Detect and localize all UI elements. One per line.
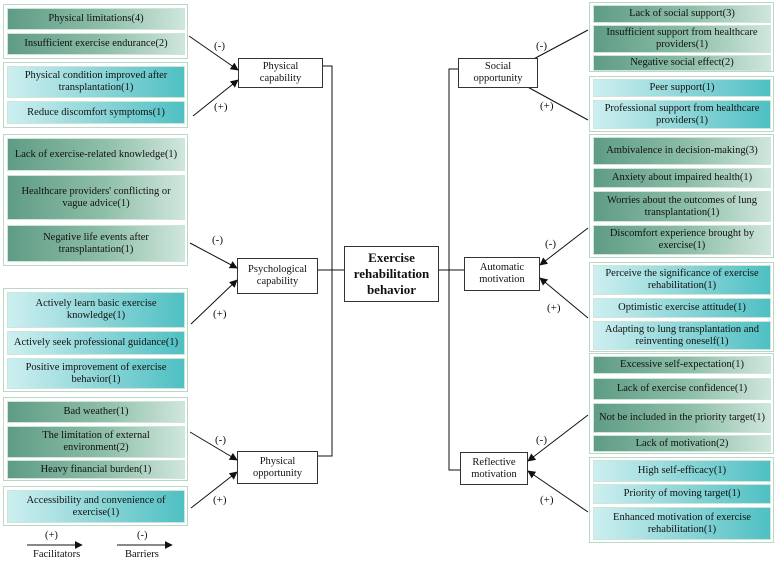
reflective-motivation-barriers: Excessive self-expectation(1) Lack of ex… bbox=[589, 353, 774, 454]
sign-negative: (-) bbox=[536, 40, 547, 52]
sign-negative: (-) bbox=[536, 434, 547, 446]
factor-item: Actively seek professional guidance(1) bbox=[7, 331, 185, 355]
sign-negative: (-) bbox=[545, 238, 556, 250]
factor-item: Enhanced motivation of exercise rehabili… bbox=[593, 507, 771, 540]
factor-item: High self-efficacy(1) bbox=[593, 460, 771, 482]
factor-item: Lack of exercise-related knowledge(1) bbox=[7, 138, 185, 171]
reflective-motivation-facilitators: High self-efficacy(1) Priority of moving… bbox=[589, 457, 774, 543]
factor-item: Lack of social support(3) bbox=[593, 5, 771, 23]
factor-item: Priority of moving target(1) bbox=[593, 484, 771, 504]
automatic-motivation-barriers: Ambivalence in decision-making(3) Anxiet… bbox=[589, 134, 774, 258]
factor-item: Perceive the significance of exercise re… bbox=[593, 265, 771, 295]
factor-item: Lack of exercise confidence(1) bbox=[593, 378, 771, 400]
node-automatic-motivation: Automatic motivation bbox=[464, 257, 540, 291]
node-physical-capability: Physical capability bbox=[238, 58, 323, 88]
factor-item: Not be included in the priority target(1… bbox=[593, 403, 771, 433]
factor-item: Ambivalence in decision-making(3) bbox=[593, 137, 771, 165]
factor-item: Negative social effect(2) bbox=[593, 55, 771, 71]
node-physical-opportunity: Physical opportunity bbox=[237, 451, 318, 484]
factor-item: Optimistic exercise attitude(1) bbox=[593, 298, 771, 318]
sign-positive: (+) bbox=[540, 100, 554, 112]
sign-positive: (+) bbox=[213, 308, 227, 320]
factor-item: Professional support from healthcare pro… bbox=[593, 100, 771, 129]
factor-item: Reduce discomfort symptoms(1) bbox=[7, 101, 185, 124]
psychological-capability-facilitators: Actively learn basic exercise knowledge(… bbox=[3, 288, 188, 392]
legend-barriers-label: Barriers bbox=[125, 549, 159, 560]
sign-positive: (+) bbox=[547, 302, 561, 314]
factor-item: Excessive self-expectation(1) bbox=[593, 356, 771, 374]
psychological-capability-barriers: Lack of exercise-related knowledge(1) He… bbox=[3, 134, 188, 266]
legend-barriers-sign: (-) bbox=[137, 530, 148, 541]
factor-item: The limitation of external environment(2… bbox=[7, 426, 185, 458]
sign-negative: (-) bbox=[215, 434, 226, 446]
factor-item: Positive improvement of exercise behavio… bbox=[7, 358, 185, 389]
sign-negative: (-) bbox=[214, 40, 225, 52]
physical-capability-facilitators: Physical condition improved after transp… bbox=[3, 62, 188, 128]
sign-negative: (-) bbox=[212, 234, 223, 246]
factor-item: Adapting to lung transplantation and rei… bbox=[593, 321, 771, 350]
factor-item: Heavy financial burden(1) bbox=[7, 460, 185, 479]
factor-item: Physical limitations(4) bbox=[7, 8, 185, 30]
node-psychological-capability: Psychological capability bbox=[237, 258, 318, 294]
factor-item: Negative life events after transplantati… bbox=[7, 225, 185, 262]
node-reflective-motivation: Reflective motivation bbox=[460, 452, 528, 485]
factor-item: Worries about the outcomes of lung trans… bbox=[593, 191, 771, 222]
legend-facilitators-label: Facilitators bbox=[33, 549, 81, 560]
sign-positive: (+) bbox=[213, 494, 227, 506]
legend-facilitators-sign: (+) bbox=[45, 530, 58, 541]
physical-capability-barriers: Physical limitations(4) Insufficient exe… bbox=[3, 4, 188, 59]
factor-item: Discomfort experience brought by exercis… bbox=[593, 225, 771, 255]
social-opportunity-facilitators: Peer support(1) Professional support fro… bbox=[589, 76, 774, 132]
factor-item: Actively learn basic exercise knowledge(… bbox=[7, 292, 185, 328]
factor-item: Insufficient support from healthcare pro… bbox=[593, 25, 771, 53]
factor-item: Accessibility and convenience of exercis… bbox=[7, 490, 185, 523]
factor-item: Insufficient exercise endurance(2) bbox=[7, 33, 185, 55]
factor-item: Anxiety about impaired health(1) bbox=[593, 168, 771, 188]
physical-opportunity-facilitators: Accessibility and convenience of exercis… bbox=[3, 486, 188, 526]
physical-opportunity-barriers: Bad weather(1) The limitation of externa… bbox=[3, 397, 188, 481]
social-opportunity-barriers: Lack of social support(3) Insufficient s… bbox=[589, 2, 774, 72]
node-social-opportunity: Social opportunity bbox=[458, 58, 538, 88]
center-node-exercise-rehabilitation-behavior: Exercise rehabilitation behavior bbox=[344, 246, 439, 302]
factor-item: Healthcare providers' conflicting or vag… bbox=[7, 175, 185, 220]
factor-item: Physical condition improved after transp… bbox=[7, 66, 185, 98]
factor-item: Bad weather(1) bbox=[7, 401, 185, 423]
automatic-motivation-facilitators: Perceive the significance of exercise re… bbox=[589, 262, 774, 352]
sign-positive: (+) bbox=[214, 101, 228, 113]
factor-item: Peer support(1) bbox=[593, 79, 771, 97]
factor-item: Lack of motivation(2) bbox=[593, 435, 771, 452]
sign-positive: (+) bbox=[540, 494, 554, 506]
